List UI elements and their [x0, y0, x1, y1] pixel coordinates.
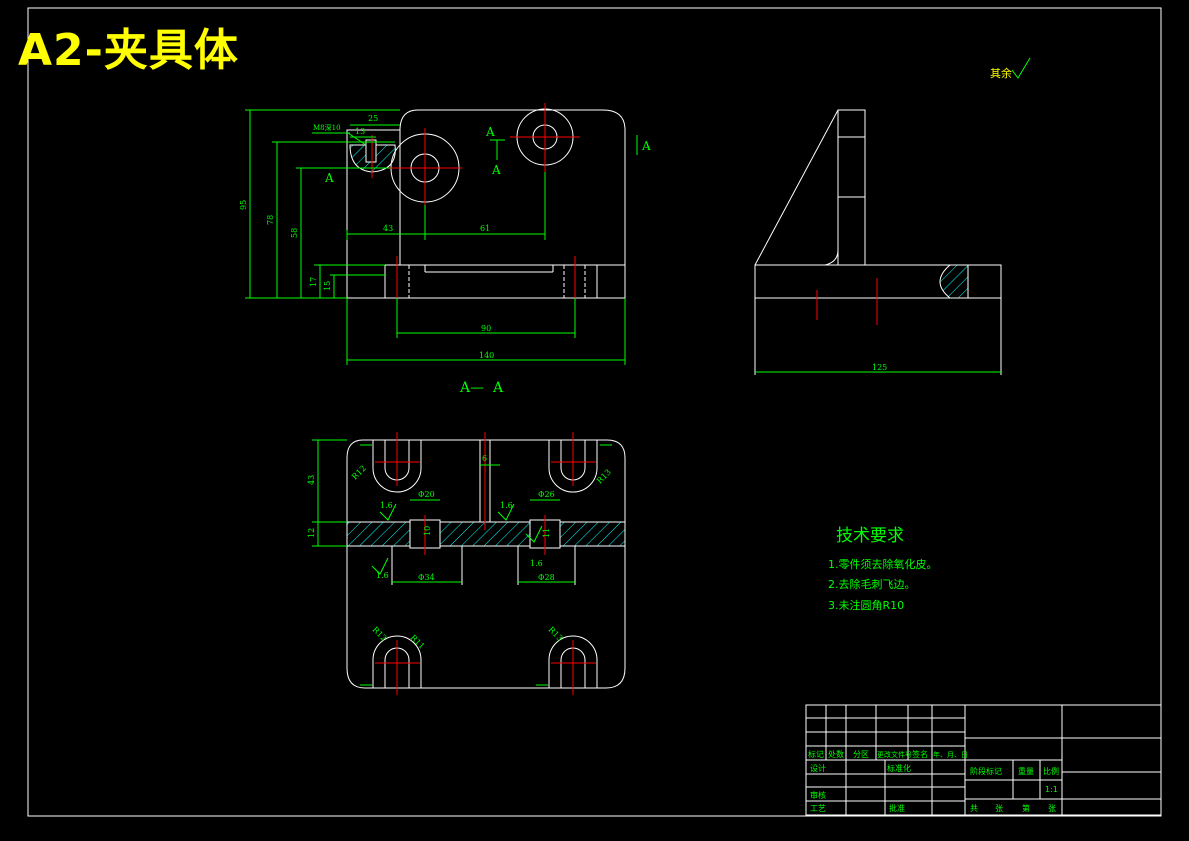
dim-r13b: R13	[547, 625, 565, 643]
roughness-symbol-icon	[1011, 57, 1031, 79]
tb-approve: 批准	[889, 803, 905, 813]
section-mark-3: A	[324, 171, 334, 185]
dim-phi26: Φ26	[538, 490, 555, 499]
side-base	[754, 264, 1002, 299]
tech-item-1: 1.零件须去除氧化皮。	[828, 557, 938, 571]
dim-95: 95	[239, 200, 248, 210]
dim-sec-6: 6	[482, 454, 487, 463]
drawing-border	[27, 7, 1162, 817]
dim-r12a: R12	[350, 464, 368, 482]
dim-61: 61	[480, 224, 490, 233]
front-dimensions	[245, 109, 638, 365]
dim-10: 10	[423, 526, 432, 536]
tb-date: 年、月、日	[933, 750, 968, 759]
roughness-note: 其余	[990, 57, 1031, 80]
section-view	[346, 432, 626, 695]
tb-design: 设计	[810, 763, 826, 773]
tb-change-doc: 更改文件号	[877, 750, 912, 759]
section-view-label: A— A	[459, 380, 504, 396]
dim-1-6a: 1.6	[380, 501, 393, 510]
tb-zone: 分区	[853, 750, 869, 759]
side-hatched-section	[939, 264, 969, 299]
front-plate-outline	[399, 109, 626, 266]
tb-scale-value: 1:1	[1045, 785, 1058, 794]
dim-15: 15	[323, 281, 332, 291]
section-mark-4: A	[641, 139, 651, 153]
front-base	[346, 264, 626, 299]
section-mark-2: A	[491, 163, 501, 177]
dim-25: 25	[368, 114, 378, 123]
dim-r11: R11	[409, 633, 427, 651]
dim-11: 11	[542, 528, 551, 538]
section-hatch-strip	[346, 521, 626, 547]
tb-scale: 比例	[1043, 766, 1059, 776]
side-dimensions: 125	[755, 363, 1001, 373]
tech-requirements: 技术要求 1.零件须去除氧化皮。 2.去除毛刺飞边。 3.未注圆角R10	[828, 526, 938, 612]
dim-sec-43: 43	[307, 475, 316, 485]
dim-125: 125	[872, 363, 887, 372]
dim-13: 13	[355, 127, 365, 136]
tb-process: 工艺	[810, 804, 826, 813]
dim-17: 17	[309, 277, 318, 287]
dim-58: 58	[290, 228, 299, 238]
dim-phi28: Φ28	[538, 573, 555, 582]
section-marks: A A A A	[324, 125, 651, 185]
sheet-title: A2-夹具体	[18, 25, 239, 76]
tech-item-2: 2.去除毛刺飞边。	[828, 577, 916, 591]
tech-title: 技术要求	[836, 526, 904, 546]
section-mark-1: A	[485, 125, 495, 139]
dim-thread: M8深10	[313, 123, 341, 132]
tb-sheets-2: 张	[995, 804, 1003, 813]
dim-1-6b: 1.6	[500, 501, 513, 510]
dim-78: 78	[266, 215, 275, 225]
front-dim-text: 25 13 M8深10 43 61 95 78 58 17 15 90 140	[239, 114, 494, 360]
side-view	[754, 109, 1002, 375]
title-block	[805, 704, 1162, 816]
tb-mark: 标记	[808, 749, 824, 759]
tb-standardize: 标准化	[887, 763, 911, 773]
front-view	[346, 103, 626, 305]
title-block-text: 标记 处数 分区 更改文件号 签名 年、月、日 设计 标准化 审核 工艺 批准 …	[808, 749, 1059, 813]
tb-stage: 阶段标记	[970, 766, 1002, 776]
dim-1-6d: 1.6	[530, 559, 543, 568]
dim-r13a: R13	[595, 468, 613, 486]
dim-phi34: Φ34	[418, 573, 435, 582]
dim-43: 43	[383, 224, 393, 233]
tb-sheets-1: 共	[970, 804, 978, 813]
tb-weight: 重量	[1018, 766, 1034, 776]
dim-1-6c: 1.6	[376, 571, 389, 580]
dim-90: 90	[481, 324, 491, 333]
dim-sec-12: 12	[307, 528, 316, 538]
dim-phi20: Φ20	[418, 490, 435, 499]
tb-review: 审核	[810, 790, 826, 800]
section-outline	[346, 439, 626, 689]
tb-count: 处数	[828, 749, 844, 759]
section-dimensions	[312, 439, 612, 686]
tb-sheets-4: 张	[1048, 804, 1056, 813]
tech-item-3: 3.未注圆角R10	[828, 598, 904, 612]
roughness-label: 其余	[990, 66, 1012, 80]
side-upright	[754, 109, 866, 266]
dim-140: 140	[479, 351, 494, 360]
tb-sign: 签名	[912, 749, 928, 759]
dim-r12b: R12	[371, 625, 389, 643]
tb-sheets-3: 第	[1022, 803, 1030, 813]
section-dim-text: 43 12 6 Φ20 Φ26 1.6 1.6 1.6 1.6 Φ34 Φ28 …	[307, 454, 613, 651]
